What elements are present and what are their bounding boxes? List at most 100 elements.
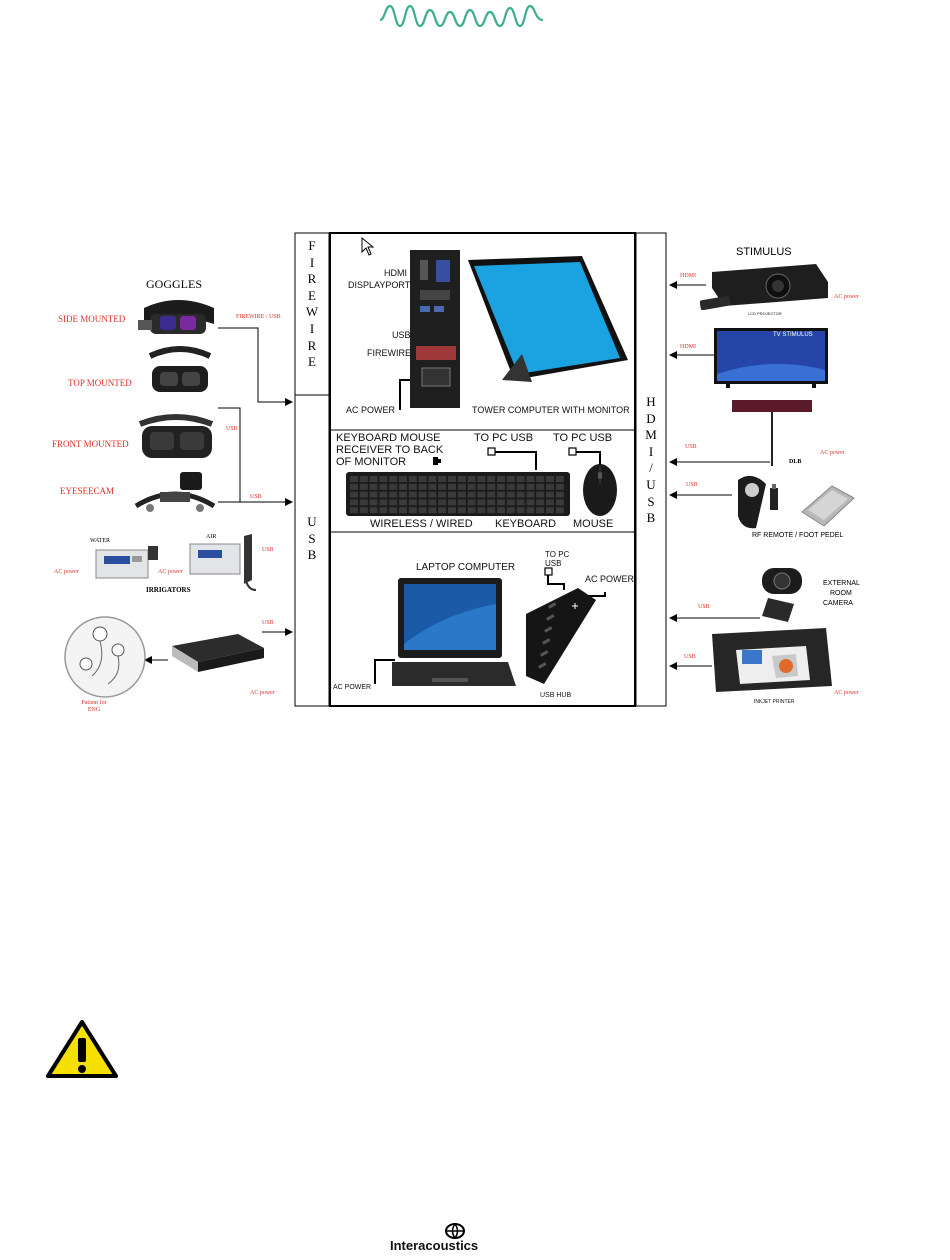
laptop-ac-power-label: AC POWER: [333, 684, 372, 691]
side-mounted-goggle-image: [138, 300, 214, 334]
dlb-connection: USB: [685, 444, 697, 450]
goggle-side-connection: FIREWIRE / USB: [236, 314, 281, 320]
eng-ac: AC power: [250, 690, 275, 696]
bus-letter: H: [646, 394, 656, 409]
bus-letter: F: [308, 238, 316, 253]
bus-letter: D: [646, 410, 656, 426]
remote-caption: RF REMOTE / FOOT PEDEL: [752, 532, 844, 539]
bus-letter: E: [308, 354, 316, 370]
dlb-caption: DLB: [789, 459, 802, 465]
front-mounted-goggle-image: [138, 414, 214, 458]
projector-ac: AC power: [834, 294, 859, 300]
dlb-light-bar-image: [732, 400, 812, 466]
air-irrigator-image: [189, 534, 257, 591]
bus-letter: /: [649, 460, 653, 476]
wireless-wired-caption: WIRELESS / WIRED: [370, 518, 473, 530]
camera-label-line2: ROOM: [830, 590, 852, 597]
goggle-top-label: TOP MOUNTED: [68, 378, 132, 388]
bus-letter: E: [308, 287, 316, 303]
bus-letter: I: [309, 254, 315, 270]
usb-hub-caption: USB HUB: [540, 692, 572, 699]
camera-label-line1: EXTERNAL: [823, 580, 860, 587]
tower-computer-image: [410, 250, 460, 408]
eyeseecam-goggle-image: [134, 472, 216, 512]
bus-letter: S: [647, 493, 655, 509]
hub-ac-power-label: AC POWER: [585, 574, 635, 584]
water-irrigator-image: [95, 546, 158, 579]
goggle-eyeseecam-connection: USB: [250, 494, 262, 500]
external-camera-image: [762, 568, 802, 622]
foot-pedal-image: [801, 485, 855, 527]
keyboard-to-pc-usb-label: TO PC USB: [474, 432, 534, 444]
receiver-label-line3: OF MONITOR: [336, 456, 407, 468]
projector-connection: HDMI: [680, 273, 696, 279]
warning-icon: [46, 1020, 118, 1078]
tv-image: [714, 328, 828, 388]
goggle-front-label: FRONT MOUNTED: [52, 439, 129, 449]
logo-wave-icon: [379, 4, 544, 28]
hub-to-pc-line1: TO PC: [545, 550, 570, 559]
laptop-caption: LAPTOP COMPUTER: [416, 562, 516, 573]
eng-electrodes-image: [64, 616, 146, 698]
keyboard-caption: KEYBOARD: [495, 518, 557, 530]
interacoustics-logo-icon: [445, 1223, 465, 1239]
bus-letter: W: [305, 304, 319, 320]
eng-caption: Patient for ENG: [81, 700, 107, 713]
lcd-projector-image: [700, 264, 828, 310]
goggle-front-connection: USB: [226, 426, 238, 432]
eng-usb: USB: [262, 620, 274, 626]
irrigator-water-label: WATER: [90, 538, 110, 544]
remote-connection: USB: [686, 482, 698, 488]
printer-ac: AC power: [834, 690, 859, 696]
bus-letter: R: [307, 271, 317, 287]
tower-hdmi-label: HDMI: [384, 268, 407, 278]
irrigator-air-label: AIR: [206, 534, 217, 540]
monitor-image: [468, 256, 628, 382]
camera-label-line3: CAMERA: [823, 600, 853, 607]
bus-letter: R: [307, 337, 317, 353]
eng-amplifier-image: [172, 634, 264, 672]
receiver-label-line2: RECEIVER TO BACK: [336, 444, 444, 456]
top-mounted-goggle-image: [148, 346, 212, 392]
usb-receiver-icon: [433, 457, 441, 465]
keyboard-image: [346, 472, 570, 516]
tv-connection: HDMI: [680, 344, 696, 350]
bus-letter: M: [645, 427, 657, 443]
bus-letter: I: [648, 443, 654, 459]
laptop-image: [392, 578, 516, 686]
tower-displayport-label: DISPLAYPORT: [348, 280, 411, 290]
irrigator-water-ac: AC power: [54, 569, 79, 575]
bus-letter: I: [309, 321, 315, 336]
tower-usb-label: USB: [392, 330, 411, 340]
goggles-title: GOGGLES: [146, 277, 202, 291]
footer-brand: Interacoustics: [390, 1238, 479, 1253]
mouse-image: [583, 464, 617, 516]
bus-letter: U: [307, 514, 317, 529]
bus-letter: B: [307, 547, 317, 563]
cursor-icon: [361, 236, 375, 256]
goggle-side-label: SIDE MOUNTED: [58, 314, 126, 324]
mouse-caption: MOUSE: [573, 518, 614, 530]
tower-ac-power-label: AC POWER: [346, 405, 396, 415]
goggle-eyeseecam-label: EYESEECAM: [60, 486, 114, 496]
tv-stimulus-label: TV STIMULUS: [773, 332, 813, 338]
mouse-to-pc-usb-label: TO PC USB: [553, 432, 613, 444]
usb-hub-image: [526, 588, 596, 684]
camera-connection: USB: [698, 604, 710, 610]
hub-to-pc-line2: USB: [545, 559, 562, 568]
irrigators-title: IRRIGATORS: [146, 586, 191, 594]
dlb-ac: AC power: [820, 450, 845, 456]
printer-caption: INKJET PRINTER: [754, 699, 795, 705]
bus-letter: S: [308, 530, 316, 546]
printer-connection: USB: [684, 654, 696, 660]
tower-firewire-label: FIREWIRE: [367, 348, 411, 358]
bus-letter: U: [646, 477, 656, 492]
rf-remote-image: [738, 475, 778, 529]
projector-caption: LCD PROJECTOR: [748, 311, 782, 316]
bus-letter: B: [646, 510, 656, 526]
tower-caption: TOWER COMPUTER WITH MONITOR: [472, 405, 630, 415]
irrigator-air-ac: AC power: [158, 569, 183, 575]
stimulus-title: STIMULUS: [736, 246, 792, 258]
inkjet-printer-image: [712, 628, 832, 692]
